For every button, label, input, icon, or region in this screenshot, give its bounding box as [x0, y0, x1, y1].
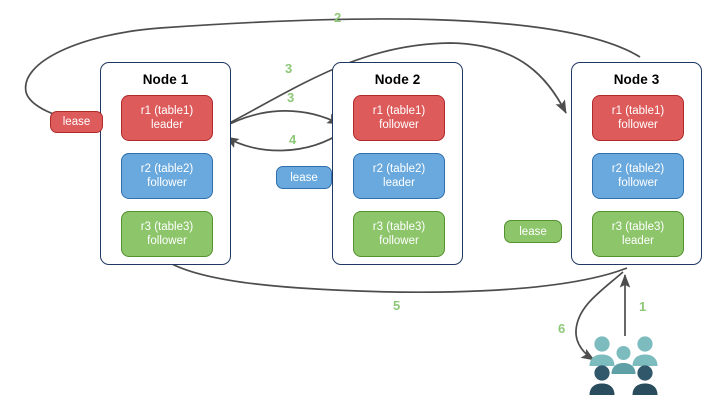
step-label-3-long: 3 — [285, 61, 293, 76]
node-title: Node 1 — [142, 72, 189, 87]
replica-name: r3 (table3) — [372, 221, 426, 233]
replica-name: r2 (table2) — [372, 163, 426, 175]
replica-name: r1 (table1) — [611, 105, 665, 117]
replica-r1[interactable]: r1 (table1) leader — [121, 95, 213, 141]
step-label-4: 4 — [289, 132, 297, 147]
node-box-2[interactable]: Node 2 r1 (table1) follower r2 (table2) … — [332, 62, 463, 265]
replica-role: follower — [147, 177, 187, 189]
step-label-5: 5 — [393, 298, 401, 313]
replica-r2[interactable]: r2 (table2) follower — [592, 153, 684, 199]
step-label-1: 1 — [639, 299, 647, 314]
replica-role: leader — [151, 119, 183, 131]
node-box-3[interactable]: Node 3 r1 (table1) follower r2 (table2) … — [571, 62, 702, 265]
replica-name: r2 (table2) — [611, 163, 665, 175]
node-box-1[interactable]: Node 1 r1 (table1) leader r2 (table2) fo… — [100, 62, 231, 265]
replica-r3[interactable]: r3 (table3) leader — [592, 211, 684, 257]
step-label-6: 6 — [558, 321, 566, 336]
replica-name: r3 (table3) — [611, 221, 665, 233]
replica-r2[interactable]: r2 (table2) follower — [121, 153, 213, 199]
arrow-step-5 — [171, 263, 628, 293]
replica-role: leader — [383, 177, 415, 189]
replica-r2[interactable]: r2 (table2) leader — [353, 153, 445, 199]
arrow-step-3-short — [221, 110, 341, 129]
arrow-step-4 — [225, 130, 345, 152]
lease-badge-r3[interactable]: lease — [504, 220, 562, 243]
replica-role: follower — [379, 119, 419, 131]
step-label-2: 2 — [334, 10, 342, 25]
replica-r1[interactable]: r1 (table1) follower — [592, 95, 684, 141]
lease-badge-r2[interactable]: lease — [276, 166, 332, 189]
replica-r3[interactable]: r3 (table3) follower — [353, 211, 445, 257]
replica-role: follower — [147, 235, 187, 247]
node-title: Node 3 — [613, 72, 660, 87]
users-group-icon — [589, 336, 658, 395]
replica-role: follower — [379, 235, 419, 247]
replica-name: r3 (table3) — [140, 221, 194, 233]
replica-r1[interactable]: r1 (table1) follower — [353, 95, 445, 141]
replica-r3[interactable]: r3 (table3) follower — [121, 211, 213, 257]
replica-role: leader — [622, 235, 654, 247]
step-label-3-short: 3 — [287, 90, 295, 105]
replica-name: r1 (table1) — [140, 105, 194, 117]
replica-role: follower — [618, 119, 658, 131]
replica-role: follower — [618, 177, 658, 189]
replica-name: r1 (table1) — [372, 105, 426, 117]
lease-badge-r1[interactable]: lease — [50, 111, 103, 133]
node-title: Node 2 — [374, 72, 421, 87]
replica-name: r2 (table2) — [140, 163, 194, 175]
